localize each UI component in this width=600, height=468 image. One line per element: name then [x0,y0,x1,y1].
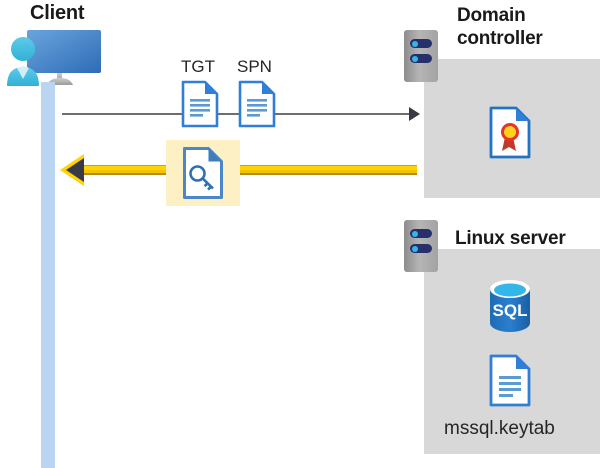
service-ticket-key-document-icon [182,146,224,205]
response-arrow-line [76,165,417,175]
rack-led-icon [410,54,432,63]
user-workstation-icon [4,26,108,88]
domain-controller-server-rack-icon [404,30,438,82]
linux-server-rack-icon [404,220,438,272]
keytab-document-icon [489,354,531,412]
client-title: Client [30,2,85,24]
tgt-label: TGT [181,57,215,76]
certificate-document-icon [489,106,531,164]
linux-server-title: Linux server [455,228,566,249]
keytab-filename-label: mssql.keytab [444,418,555,439]
spn-document-icon [238,80,276,133]
tgt-document-icon [181,80,219,133]
rack-led-icon [410,229,432,238]
request-arrow-line [62,113,415,115]
request-arrow-head-icon [409,107,420,121]
sql-database-icon: SQL [485,279,535,338]
spn-label: SPN [237,57,272,76]
dc-title-line1: Domain [457,5,526,26]
response-arrow-head-icon [66,158,84,182]
sql-database-label: SQL [493,301,528,320]
rack-led-icon [410,244,432,253]
rack-led-icon [410,39,432,48]
dc-title-line2: controller [457,28,543,49]
client-lifeline [41,82,55,468]
